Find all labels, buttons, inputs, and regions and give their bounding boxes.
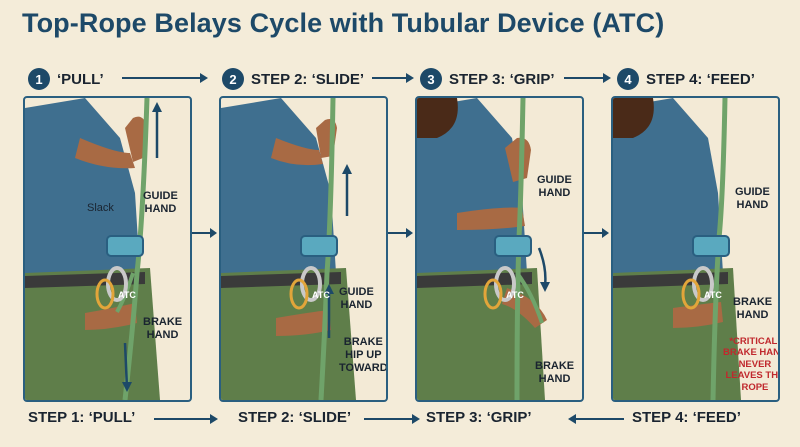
belayer-illustration-1 [25, 98, 162, 400]
slack-label: Slack [87, 202, 114, 214]
step-header-label-3: STEP 3: ‘GRIP’ [449, 70, 555, 88]
atc-device-label-4: ATC [704, 290, 722, 300]
bottom-step-1: STEP 1: ‘PULL’ [28, 409, 136, 426]
atc-device-label-1: ATC [118, 290, 136, 300]
bottom-arrow-2-icon [364, 414, 420, 424]
panel-arrow-1-icon [192, 228, 217, 238]
bottom-step-2: STEP 2: ‘SLIDE’ [238, 409, 352, 426]
step-number-1: 1 [28, 68, 50, 90]
step-header-label-4: STEP 4: ‘FEED’ [646, 70, 755, 88]
step-header-label-1: ‘PULL’ [57, 70, 104, 88]
belayer-illustration-4 [613, 98, 741, 400]
header-arrow-2-icon [372, 73, 414, 83]
step-number-2: 2 [222, 68, 244, 90]
step-header-4: 4 STEP 4: ‘FEED’ [617, 66, 755, 92]
header-arrow-3-icon [564, 73, 611, 83]
step-header-2: 2 STEP 2: ‘SLIDE’ [222, 66, 364, 92]
atc-device-label-3: ATC [506, 290, 524, 300]
atc-device-label-2: ATC [312, 290, 330, 300]
step-number-4: 4 [617, 68, 639, 90]
bottom-arrow-3-icon [568, 414, 624, 424]
panel-arrow-2-icon [388, 228, 413, 238]
bottom-step-3: STEP 3: ‘GRIP’ [426, 409, 532, 426]
page-title: Top-Rope Belays Cycle with Tubular Devic… [22, 8, 665, 38]
step-header-1: 1 ‘PULL’ [28, 66, 104, 92]
bottom-arrow-1-icon [154, 414, 218, 424]
step-header-label-2: STEP 2: ‘SLIDE’ [251, 70, 365, 88]
step-header-3: 3 STEP 3: ‘GRIP’ [420, 66, 555, 92]
panel-arrow-3-icon [584, 228, 609, 238]
belayer-illustration-2 [221, 98, 356, 400]
bottom-step-4: STEP 4: ‘FEED’ [632, 409, 741, 426]
header-arrow-1-icon [122, 73, 208, 83]
belayer-illustration-3 [417, 98, 550, 400]
step-number-3: 3 [420, 68, 442, 90]
